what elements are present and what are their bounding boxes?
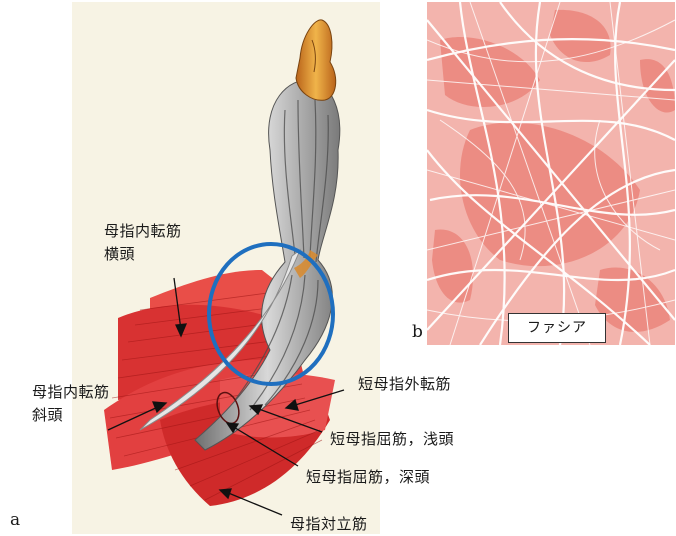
panel-a-letter: a (10, 510, 20, 530)
label-adductor-oblique-line1: 母指内転筋 (32, 381, 110, 403)
panel-b-fascia-image (427, 2, 675, 345)
label-adductor-oblique-line2: 斜頭 (32, 404, 63, 426)
label-flexor-pollicis-brevis-deep: 短母指屈筋，深頭 (306, 466, 430, 488)
label-opponens-pollicis: 母指対立筋 (290, 513, 368, 535)
panel-b-letter: b (412, 322, 423, 342)
label-flexor-pollicis-brevis-superficial: 短母指屈筋，浅頭 (330, 428, 454, 450)
label-adductor-transverse-line1: 母指内転筋 (104, 220, 182, 242)
label-adductor-transverse-line2: 横頭 (104, 243, 135, 265)
label-abductor-pollicis-brevis: 短母指外転筋 (358, 373, 451, 395)
fascia-caption: ファシア (508, 313, 606, 343)
